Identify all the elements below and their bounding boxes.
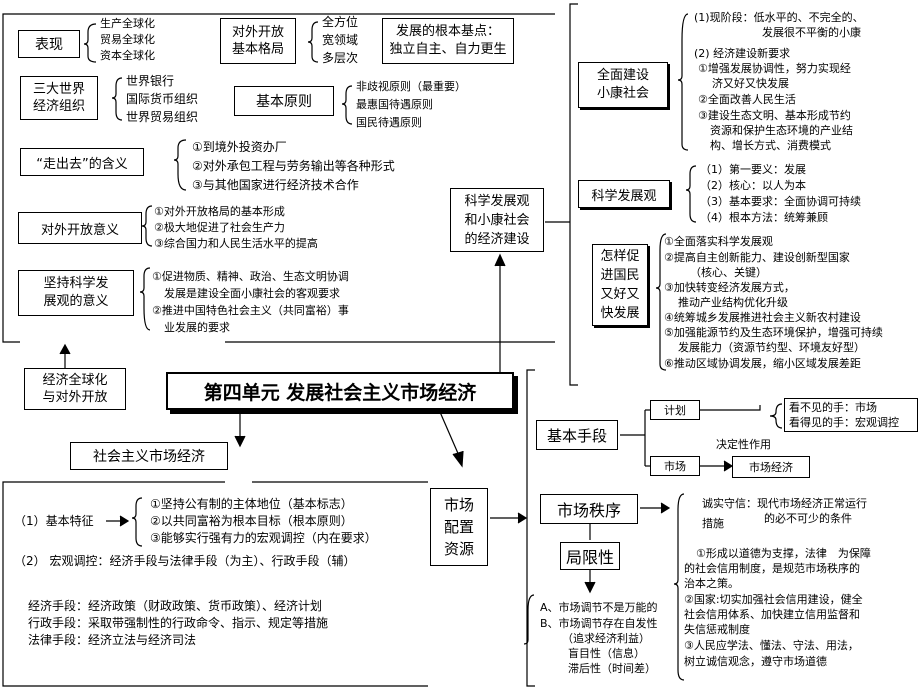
- tezheng-item: ②以共同富裕为根本目标（根本原则）: [150, 514, 353, 528]
- juxian-item: A、市场调节不是万能的: [540, 601, 658, 614]
- yuanze-item: 国民待遇原则: [356, 116, 422, 129]
- kexue-yiyi-item: ①促进物质、精神、政治、生态文明协调: [152, 270, 349, 283]
- zouchuqu-item: ③与其他国家进行经济技术合作: [192, 178, 359, 192]
- geju-item: 宽领域: [322, 33, 359, 47]
- center-kexue-box: 科学发展观 和小康社会 的经济建设: [450, 188, 544, 252]
- tezheng-label: （1）基本特征: [14, 514, 94, 528]
- zhixu-item: 树立诚信观念，遵守市场道德: [684, 655, 827, 668]
- quanqiuhua-box: 经济全球化 与对外开放: [24, 368, 126, 410]
- kexue-item: （1）第一要义：发展: [700, 163, 806, 176]
- shouduan-item: 经济手段：经济政策（财政政策、货币政策）、经济计划: [28, 599, 323, 613]
- biaoxian-item: 资本全球化: [100, 49, 155, 62]
- sanda-item: 世界银行: [126, 74, 175, 88]
- haokuai-item: ⑥推动区域协调发展，缩小区域发展差距: [664, 357, 861, 370]
- biaoxian-item: 贸易全球化: [100, 33, 155, 46]
- juxian-item: 盲目性（信息）: [568, 647, 645, 660]
- haokuai-item: ②提高自主创新能力、建设创新型国家: [664, 251, 850, 264]
- tezheng-item: ①坚持公有制的主体地位（基本标志）: [150, 497, 353, 511]
- zouchuqu-item: ②对外承包工程与劳务输出等各种形式: [192, 159, 395, 173]
- biaoxian-box: 表现: [18, 30, 80, 58]
- kexue-yiyi-item: 发展是建设全面小康社会的客观要求: [164, 287, 340, 300]
- zhixu-item: 治本之策。: [684, 577, 739, 590]
- haokuai-item: ④统筹城乡发展推进社会主义新农村建设: [664, 311, 861, 324]
- sanda-box: 三大世界 经济组织: [20, 76, 98, 120]
- tezheng-item: ③能够实行强有力的宏观调控（内在要求）: [150, 531, 377, 545]
- geju-item: 多层次: [322, 51, 359, 65]
- main-title: 第四单元 发展社会主义市场经济: [166, 372, 514, 410]
- zouchuqu-item: ①到境外投资办厂: [192, 140, 287, 154]
- jiben-shouduan-box: 基本手段: [536, 420, 618, 450]
- genben-box: 发展的根本基点： 独立自主、自力更生: [382, 18, 514, 64]
- shichang-jingji-box: 社会主义市场经济: [70, 442, 228, 470]
- kexue-item: （4）根本方法：统筹兼顾: [700, 211, 828, 224]
- juxian-item: B、市场调节存在自发性: [540, 617, 658, 630]
- zhixu-item: ①形成以道德为支撑，法律 为保障: [696, 547, 871, 560]
- yiyi-item: ③综合国力和人民生活水平的提高: [154, 237, 318, 250]
- zhixu-item: ③人民应学法、懂法、守法、用法，: [684, 639, 859, 652]
- xiaokang-item: 资源和保护生态环境的产业结: [710, 124, 853, 137]
- kexue-yiyi-item: 业发展的要求: [164, 321, 230, 334]
- chengxin-text: 诚实守信：现代市场经济正常运行: [702, 497, 867, 510]
- chengxin-text-2: 的必不可少的条件: [764, 512, 852, 525]
- zhixu-item: ②国家:切实加强社会信用建设，健全: [684, 593, 863, 606]
- yiyi-item: ②极大地促进了社会生产力: [154, 221, 285, 234]
- sanda-item: 世界贸易组织: [126, 110, 199, 124]
- duiwai-geju-box: 对外开放 基本格局: [220, 18, 296, 64]
- tiaokong-text: （2） 宏观调控：经济手段与法律手段（为主）、行政手段（辅）: [14, 554, 356, 568]
- xiaokang-item: ②全面改善人民生活: [698, 93, 796, 106]
- zhixu-box: 市场秩序: [540, 494, 638, 524]
- haokuai-box: 怎样促 进国民 又好又 快发展: [592, 244, 648, 326]
- juxian-box: 局限性: [560, 542, 620, 570]
- xiaokang-item: 发展很不平衡的小康: [762, 26, 861, 39]
- shouduan-item: 行政手段：采取带强制性的行政命令、指示、规定等措施: [28, 616, 329, 630]
- kexue-box: 科学发展观: [578, 180, 670, 208]
- zhixu-item: 社会信用体系、加快建立信用监督和: [684, 608, 860, 621]
- sanda-item: 国际货币组织: [126, 92, 199, 106]
- shichang-box: 市场: [650, 456, 700, 476]
- haokuai-item: 推动产业结构优化升级: [678, 296, 788, 309]
- juedingxing-label: 决定性作用: [716, 438, 771, 451]
- zouchuqu-box: “走出去”的含义: [20, 148, 144, 176]
- kexue-yiyi-item: ②推进中国特色社会主义（共同富裕）事: [152, 304, 349, 317]
- zhixu-item: 的社会信用制度，是规范市场秩序的: [684, 562, 860, 575]
- yuanze-item: 最惠国待遇原则: [356, 98, 433, 111]
- peizhi-box: 市场 配置 资源: [430, 488, 488, 566]
- jingji-box: 市场经济: [732, 456, 810, 478]
- kexue-item: （2）核心：以人为本: [700, 179, 806, 192]
- yuanze-box: 基本原则: [234, 86, 334, 116]
- yiyi-box: 对外开放意义: [18, 212, 142, 244]
- geju-item: 全方位: [322, 15, 359, 29]
- yiyi-item: ①对外开放格局的基本形成: [154, 205, 285, 218]
- hands-box: 看不见的手：市场 看得见的手：宏观调控: [784, 398, 918, 432]
- haokuai-item: 发展能力（资源节约型、环境友好型）: [678, 341, 865, 354]
- juxian-item: （追求经济利益）: [562, 632, 650, 645]
- kexue-item: （3）基本要求：全面协调可持续: [700, 195, 861, 208]
- cuoshi-label: 措施: [702, 517, 724, 530]
- zhixu-item: 失信惩戒制度: [684, 623, 750, 636]
- xiaokang-item: ①增强发展协调性，努力实现经: [698, 62, 851, 75]
- haokuai-item: （核心、关键）: [690, 266, 767, 279]
- xiaokang-item: (1)现阶段：低水平的、不完全的、: [694, 11, 864, 24]
- haokuai-item: ①全面落实科学发展观: [664, 235, 773, 248]
- xiaokang-item: ③建设生态文明、基本形成节约: [698, 109, 851, 122]
- xiaokang-item: (2) 经济建设新要求: [694, 47, 791, 60]
- xiaokang-box: 全面建设 小康社会: [578, 62, 668, 108]
- yuanze-item: 非歧视原则（最重要）: [356, 80, 466, 93]
- juxian-item: 滞后性（时间差）: [568, 662, 656, 675]
- xiaokang-item: 济又好又快发展: [712, 77, 789, 90]
- xiaokang-item: 构、增长方式、消费模式: [710, 139, 831, 152]
- biaoxian-item: 生产全球化: [100, 17, 155, 30]
- shouduan-item: 法律手段：经济立法与经济司法: [28, 633, 197, 647]
- haokuai-item: ⑤加强能源节约及生态环境保护，增强可持续: [664, 326, 883, 339]
- jihua-box: 计划: [650, 400, 700, 420]
- kexue-yiyi-box: 坚持科学发 展观的意义: [18, 270, 134, 316]
- haokuai-item: ③加快转变经济发展方式，: [664, 281, 795, 294]
